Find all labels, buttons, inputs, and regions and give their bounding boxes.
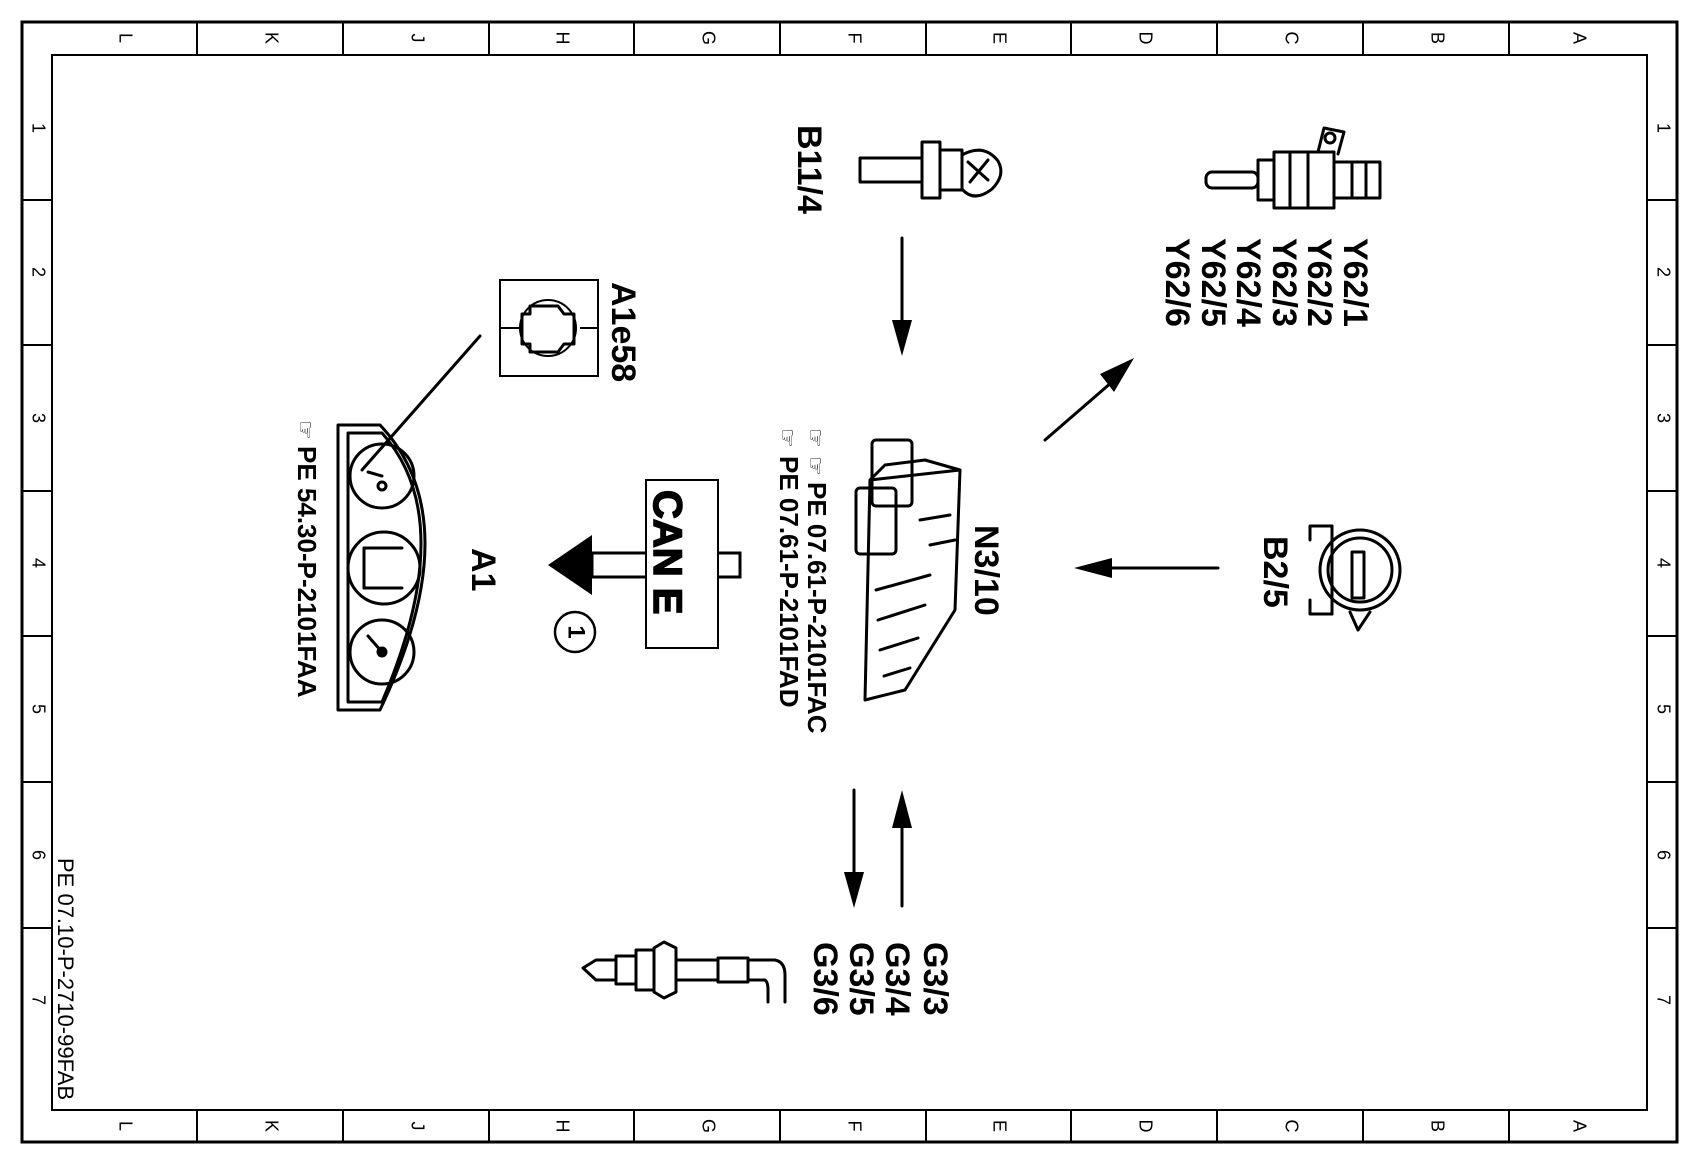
document-code: PE 07.10-P-2710-99FAB bbox=[53, 858, 78, 1100]
pointing-hand-icon: ☞ bbox=[293, 420, 318, 440]
pointing-hand-icon: ☞ bbox=[775, 428, 800, 448]
a1-reference: ☞ PE 54.30-P-2101FAA bbox=[292, 420, 322, 698]
column-label: H bbox=[552, 32, 572, 45]
column-label: K bbox=[261, 32, 281, 44]
n3-10-label: N3/10 bbox=[967, 525, 1005, 616]
pointing-hand-icon: ☞ bbox=[803, 456, 828, 476]
can-bus-label: CAN E bbox=[645, 490, 689, 614]
y62-5-label: Y62/5 bbox=[1194, 238, 1232, 327]
column-label: D bbox=[1135, 32, 1155, 45]
y62-4-label: Y62/4 bbox=[1229, 238, 1267, 327]
b2-5-label: B2/5 bbox=[1256, 536, 1294, 608]
can-bus-arrow bbox=[548, 479, 742, 649]
column-label: H bbox=[552, 1120, 572, 1133]
row-labels-left: 1 2 3 4 5 6 7 bbox=[28, 123, 48, 1005]
row-label: 7 bbox=[1653, 995, 1673, 1005]
g3-6-label: G3/6 bbox=[806, 942, 844, 1016]
g3-4-label: G3/4 bbox=[878, 942, 916, 1016]
y62-3-label: Y62/3 bbox=[1265, 238, 1303, 327]
row-label: 3 bbox=[28, 413, 48, 423]
row-label: 1 bbox=[1653, 123, 1673, 133]
b11-4-label: B11/4 bbox=[790, 125, 828, 214]
column-label: B bbox=[1427, 32, 1447, 44]
row-label: 4 bbox=[1653, 558, 1673, 568]
oxygen-sensor-icon bbox=[581, 940, 787, 1004]
engine-warning-lamp-icon bbox=[499, 279, 599, 377]
n3-ref-2: PE 07.61-P-2101FAD bbox=[774, 456, 804, 707]
can-callout-badge: 1 bbox=[553, 610, 597, 654]
fuel-injector-icon bbox=[1204, 126, 1382, 210]
arrow-o2-to-n3 bbox=[892, 790, 912, 908]
o2-sensor-labels: G3/3 G3/4 G3/5 G3/6 bbox=[806, 942, 954, 1016]
instrument-cluster-icon bbox=[336, 423, 427, 712]
arrow-b11-to-n3 bbox=[892, 236, 912, 356]
row-label: 4 bbox=[28, 558, 48, 568]
row-label: 6 bbox=[1653, 850, 1673, 860]
y62-2-label: Y62/2 bbox=[1300, 238, 1338, 327]
air-mass-sensor-icon bbox=[1308, 524, 1402, 632]
lamp-leader-line bbox=[360, 334, 482, 472]
can-callout-number: 1 bbox=[563, 625, 590, 638]
column-labels-bottom: L K J H G F E D C B A bbox=[115, 1119, 1589, 1133]
a1-reference-text: PE 54.30-P-2101FAA bbox=[292, 446, 322, 698]
column-label: G bbox=[698, 1119, 718, 1133]
column-label: L bbox=[115, 33, 135, 43]
y62-6-label: Y62/6 bbox=[1158, 238, 1196, 327]
row-label: 5 bbox=[1653, 704, 1673, 714]
column-label: J bbox=[407, 1122, 427, 1131]
coolant-temp-sensor-icon bbox=[858, 140, 1003, 200]
row-label: 2 bbox=[1653, 267, 1673, 277]
pointing-hand-icon: ☞ bbox=[803, 428, 828, 448]
column-label: K bbox=[261, 1120, 281, 1132]
injector-labels: Y62/1 Y62/2 Y62/3 Y62/4 Y62/5 Y62/6 bbox=[1158, 238, 1374, 327]
row-dividers bbox=[22, 199, 1677, 929]
column-label: E bbox=[989, 1120, 1009, 1132]
column-label: G bbox=[698, 31, 718, 45]
control-unit-references: ☞ ☞ PE 07.61-P-2101FAC ☞ PE 07.61-P-2101… bbox=[774, 428, 832, 734]
column-label: A bbox=[1569, 32, 1589, 44]
column-label: B bbox=[1427, 1120, 1447, 1132]
column-label: L bbox=[115, 1121, 135, 1131]
control-unit-icon bbox=[854, 438, 962, 702]
a1e58-label: A1e58 bbox=[604, 282, 642, 382]
row-label: 6 bbox=[28, 850, 48, 860]
y62-1-label: Y62/1 bbox=[1336, 238, 1374, 327]
row-label: 1 bbox=[28, 123, 48, 133]
row-label: 3 bbox=[1653, 413, 1673, 423]
arrow-n3-to-injectors bbox=[1043, 358, 1134, 442]
row-label: 7 bbox=[28, 995, 48, 1005]
n3-ref-1: PE 07.61-P-2101FAC bbox=[802, 482, 832, 734]
outer-frame bbox=[20, 20, 1679, 1144]
column-label: E bbox=[989, 32, 1009, 44]
column-label: A bbox=[1569, 1120, 1589, 1132]
arrow-n3-to-o2 bbox=[844, 788, 864, 908]
a1-label: A1 bbox=[464, 548, 502, 591]
column-label: D bbox=[1135, 1120, 1155, 1133]
column-label: J bbox=[407, 34, 427, 43]
column-label: C bbox=[1281, 32, 1301, 45]
arrow-b2-to-n3 bbox=[1074, 558, 1220, 578]
row-label: 5 bbox=[28, 704, 48, 714]
column-label: C bbox=[1281, 1120, 1301, 1133]
row-labels-right: 1 2 3 4 5 6 7 bbox=[1653, 123, 1673, 1005]
column-label: F bbox=[844, 33, 864, 44]
g3-5-label: G3/5 bbox=[842, 942, 880, 1016]
column-dividers bbox=[196, 22, 1510, 1142]
row-label: 2 bbox=[28, 267, 48, 277]
inner-frame bbox=[51, 54, 1648, 1111]
column-labels-top: L K J H G F E D C B A bbox=[115, 31, 1589, 45]
g3-3-label: G3/3 bbox=[916, 942, 954, 1016]
column-label: F bbox=[844, 1121, 864, 1132]
